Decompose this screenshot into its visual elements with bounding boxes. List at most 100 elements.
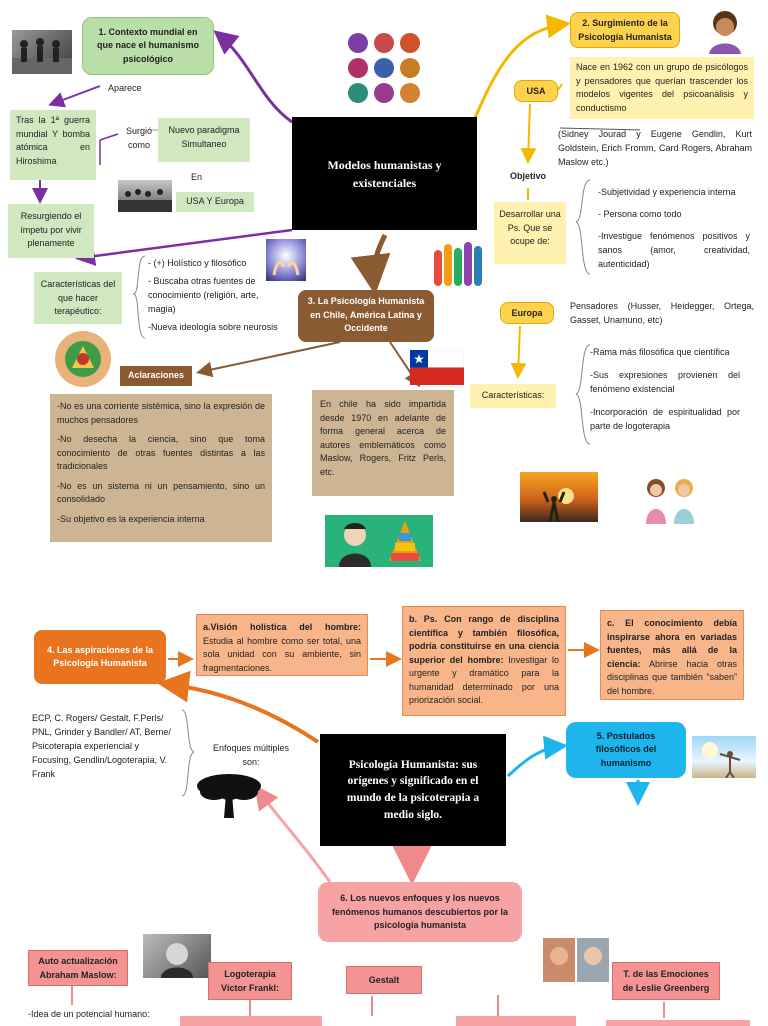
list-item: -Subjetividad y experiencia interna <box>598 187 736 197</box>
list-item: -Investigue fenómenos positivos y sanos … <box>598 230 750 269</box>
avatars-icon <box>348 33 420 103</box>
label-aparece: Aparece <box>108 83 142 93</box>
node-aspiraciones: 4. Las aspiraciones de la Psicología Hum… <box>34 630 166 684</box>
crowd-photo <box>118 180 172 212</box>
node-label: Aclaraciones <box>127 370 185 380</box>
chile-flag-icon <box>409 349 465 385</box>
label-surgio-como: Surgió como <box>125 126 152 150</box>
node-postulados: 5. Postulados filosóficos del humanismo <box>566 722 686 778</box>
list-item: - Persona como todo <box>598 208 682 219</box>
hands-earth-image <box>50 328 116 390</box>
text-potencial-humano: -Idea de un potencial humano: <box>28 1009 150 1019</box>
node-label: Gestalt <box>368 975 400 985</box>
node-label: 6. Los nuevos enfoques y los nuevos fenó… <box>331 893 509 930</box>
node-frankl-detail <box>180 1016 322 1026</box>
list-item: - (+) Holístico y filosófico <box>148 258 247 268</box>
node-psicologia-chile: 3. La Psicología Humanista en Chile, Amé… <box>298 290 434 342</box>
node-conocimiento: c. El conocimiento debía inspirarse ahor… <box>600 610 744 700</box>
node-label: 1. Contexto mundial en que nace el human… <box>96 26 200 64</box>
list-item: -No desecha la ciencia, sino que toma co… <box>57 434 265 471</box>
node-label: Nace en 1962 con un grupo de psicólogos … <box>576 62 748 113</box>
chile-flag <box>409 349 465 385</box>
greenberg-photos <box>543 938 609 982</box>
node-nuevos-enfoques: 6. Los nuevos enfoques y los nuevos fenó… <box>318 882 522 942</box>
node-text: Estudia al hombre como ser total, una so… <box>203 635 361 673</box>
node-label: Características del que hacer terapéutic… <box>40 279 116 316</box>
node-label: 2. Surgimiento de la Psicología Humanist… <box>578 18 672 42</box>
node-surgimiento: 2. Surgimiento de la Psicología Humanist… <box>570 12 680 48</box>
sunset-person-icon <box>542 488 574 523</box>
list-item: -Incorporación de espiritualidad por par… <box>590 406 740 431</box>
central-node-modelos: Modelos humanistas y existenciales <box>292 117 477 230</box>
raised-hands-icon <box>434 242 482 286</box>
sunset-image <box>520 472 598 523</box>
pyramid-icon <box>339 521 421 567</box>
node-vision-holistica: a.Visión holística del hombre: Estudia a… <box>196 614 368 676</box>
two-portraits-icon <box>543 938 609 982</box>
node-caracteristicas: Características del que hacer terapéutic… <box>34 272 122 324</box>
central-node-psicologia: Psicología Humanista: sus orígenes y sig… <box>320 734 506 846</box>
node-label: Europa <box>511 308 543 318</box>
node-frankl: Logoterapia Víctor Frankl: <box>208 962 292 1000</box>
node-text: Investigar lo urgente y dramático para l… <box>409 654 560 706</box>
woman-avatar <box>705 10 745 54</box>
text-enfoques-list: ECP, C. Rogers/ Gestalt, F.Perls/ PNL, G… <box>32 713 171 779</box>
list-item: -Nueva ideología sobre neurosis <box>148 321 278 332</box>
node-label: Características: <box>481 390 545 400</box>
node-desarrollar: Desarrollar una Ps. Que se ocupe de: <box>494 202 566 264</box>
central-node-label: Psicología Humanista: sus orígenes y sig… <box>346 758 480 821</box>
node-gestalt: Gestalt <box>346 966 422 994</box>
node-label: Desarrollar una Ps. Que se ocupe de: <box>499 209 561 246</box>
women-talking-icon <box>646 479 694 524</box>
list-item: -Sus expresiones provienen del fenómeno … <box>590 369 740 394</box>
label-en: En <box>191 172 203 182</box>
maslow-photo <box>143 934 211 978</box>
list-item: -Su objetivo es la experiencia interna <box>57 513 205 524</box>
list-item: - Buscaba otras fuentes de conocimiento … <box>148 275 259 314</box>
node-usa-europa: USA Y Europa <box>176 192 254 212</box>
node-aclaraciones: Aclaraciones <box>120 366 192 386</box>
crowd-icon <box>118 189 172 212</box>
label-enfoques-multiples: Enfoques múltiples son: <box>212 743 290 767</box>
node-label: 3. La Psicología Humanista en Chile, Amé… <box>307 296 425 333</box>
list-caracteristicas: - (+) Holístico y filosófico - Buscaba o… <box>148 257 288 339</box>
node-label: Resurgiendo el ímpetu por vivir plenamen… <box>20 211 82 248</box>
list-item: -No es una corriente sistémica, sino la … <box>57 401 265 425</box>
earth-hands-icon <box>55 331 111 387</box>
node-nace-1962: Nace en 1962 con un grupo de psicólogos … <box>570 57 754 119</box>
people-avatars-grid <box>346 32 422 104</box>
maslow-pyramid-image <box>325 515 433 567</box>
war-photo <box>12 30 72 74</box>
node-title: c. El conocimiento debía inspirarse ahor… <box>607 618 737 669</box>
list-caracteristicas-europa: -Rama más filosófica que científica -Sus… <box>590 346 740 438</box>
soldiers-icon <box>12 38 72 74</box>
central-node-label: Modelos humanistas y existenciales <box>327 157 442 190</box>
node-contexto-mundial: 1. Contexto mundial en que nace el human… <box>82 17 214 75</box>
node-greenberg-detail <box>606 1020 750 1026</box>
node-label: Auto actualización Abraham Maslow: <box>38 956 118 980</box>
sky-person-image <box>692 736 756 779</box>
node-chile-text: En chile ha sido impartida desde 1970 en… <box>312 390 454 496</box>
node-label: USA <box>526 86 546 96</box>
node-rango-disciplina: b. Ps. Con rango de disciplina científic… <box>402 606 566 716</box>
node-gestalt-detail <box>456 1016 576 1026</box>
node-text: Abrirse hacia otras disciplinas que tamb… <box>607 658 737 696</box>
list-item: -Rama más filosófica que científica <box>590 347 730 357</box>
hands-icon <box>272 261 300 276</box>
node-usa: USA <box>514 80 558 102</box>
node-resurgiendo: Resurgiendo el ímpetu por vivir plenamen… <box>8 204 94 258</box>
node-label: 4. Las aspiraciones de la Psicología Hum… <box>46 644 154 669</box>
node-nuevo-paradigma: Nuevo paradigma Simultaneo <box>158 118 250 162</box>
tree-image <box>194 770 264 820</box>
man-portrait-icon <box>161 943 193 978</box>
tree-icon <box>197 774 261 818</box>
list-objetivos: -Subjetividad y experiencia interna - Pe… <box>598 186 750 274</box>
node-europa: Europa <box>500 302 554 324</box>
node-label: Nuevo paradigma Simultaneo <box>168 125 240 149</box>
node-tras-guerra: Tras la 1ª guerra mundial Y bomba atómic… <box>10 110 96 180</box>
node-label: T. de las Emociones de Leslie Greenberg <box>622 969 710 993</box>
two-women-image <box>640 474 702 532</box>
woman-icon <box>709 11 741 54</box>
hands-raised-image <box>432 240 490 288</box>
